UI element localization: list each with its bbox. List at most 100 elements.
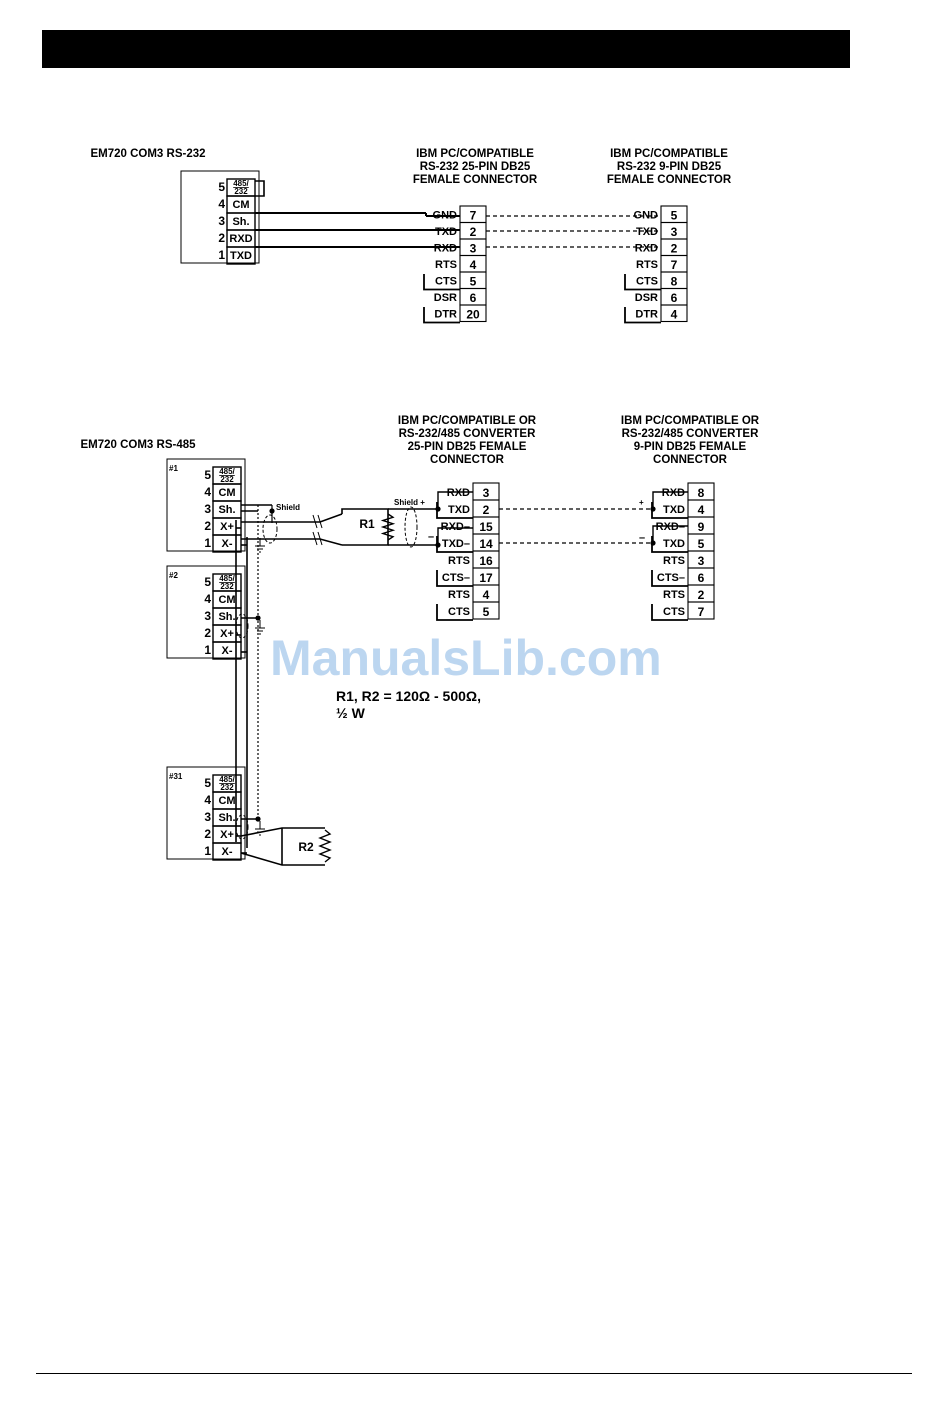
rs485-db9-title-0: IBM PC/COMPATIBLE OR xyxy=(621,415,760,427)
rs485-break-1b xyxy=(317,514,323,529)
rs485-db25-pin-num-3: 3 xyxy=(483,486,490,500)
rs485-db25-pin-sig-15: RXD– xyxy=(441,521,470,533)
rs485-em-block-2-term-label-3: Sh. xyxy=(218,812,235,824)
rs232-db25-pin-sig-5: CTS xyxy=(435,276,457,288)
rs232-db9-bracket-4 xyxy=(624,307,661,324)
rs485-em-block-1-term-label-line2: 232 xyxy=(220,582,234,591)
rs485-break-2b xyxy=(317,531,323,546)
rs485-db9-pin-sig-7: CTS xyxy=(663,606,685,618)
rs485-em-block-0-term-box-1 xyxy=(212,534,242,553)
rs485-shield-ellipse-r1 xyxy=(404,506,418,548)
rs485-db9-title-1: RS-232/485 CONVERTER xyxy=(622,428,759,440)
rs485-db9-rxd-jumper xyxy=(652,491,688,509)
rs232-db25-pin-num-4: 4 xyxy=(470,258,477,272)
rs232-db25-title-2: FEMALE CONNECTOR xyxy=(413,174,538,186)
rs485-shield-ellipse-2 xyxy=(235,814,249,840)
rs485-db9-pin-sig-5: TXD xyxy=(663,538,685,550)
rs485-break-1a xyxy=(312,514,318,529)
rs485-r1-label: R1 xyxy=(359,517,375,531)
rs232-db25-bracket-5 xyxy=(423,274,460,291)
rs232-db9-pin-sig-3: TXD xyxy=(636,226,658,238)
header-bar xyxy=(42,30,850,68)
rs485-db9-rxdm-jumper xyxy=(652,525,688,543)
rs232-db9-pin-num-5: 5 xyxy=(671,209,678,223)
rs232-em-block-term-label-5: 485/232 xyxy=(233,179,249,196)
rs485-db9-pin-num-2: 2 xyxy=(698,588,705,602)
rs485-em-block-2-term-label-line2: 232 xyxy=(220,783,234,792)
rs485-db9-plus: + xyxy=(639,498,644,507)
rs232-db9-title-2: FEMALE CONNECTOR xyxy=(607,174,732,186)
rs485-em-block-0-term-num-4: 4 xyxy=(204,485,211,499)
rs232-em-block-term-box-1 xyxy=(226,246,256,265)
rs232-db25-pin-num-20: 20 xyxy=(466,308,480,322)
rs485-em-block-1-term-num-5: 5 xyxy=(204,575,211,589)
rs485-db25-pin-num-14: 14 xyxy=(479,537,493,551)
rs485-db9-pin-num-3: 3 xyxy=(698,554,705,568)
rs485-db9-pin-sig-2: RTS xyxy=(663,589,685,601)
rs232-em-block-term-num-2: 2 xyxy=(218,231,225,245)
rs232-db25-pin-sig-6: DSR xyxy=(434,292,457,304)
rs485-em-block-0-term-label-5: 485/232 xyxy=(219,467,235,484)
rs232-em-block-term-num-4: 4 xyxy=(218,197,225,211)
rs232-db25-title-0: IBM PC/COMPATIBLE xyxy=(416,148,534,160)
rs485-db25-title-1: RS-232/485 CONVERTER xyxy=(399,428,536,440)
rs485-db9-pin-sig-9: RXD– xyxy=(656,521,685,533)
rs485-ground-1 xyxy=(255,620,265,635)
rs485-shield-dot-2 xyxy=(255,816,261,822)
rs485-db9-pin-num-9: 9 xyxy=(698,520,705,534)
rs485-db9-pin-sig-3: RTS xyxy=(663,555,685,567)
rs485-em-block-0-term-label-1: X- xyxy=(222,538,233,550)
rs232-db25-pin-num-2: 2 xyxy=(470,225,477,239)
rs485-em-block-2-term-label-1: X- xyxy=(222,846,233,858)
watermark: ManualsLib.com xyxy=(270,630,662,686)
rs485-db9-minus: – xyxy=(639,532,645,544)
rs232-em-title: EM720 COM3 RS-232 xyxy=(90,148,205,160)
rs485-em-block-1-term-num-4: 4 xyxy=(204,592,211,606)
rs485-db25-pin-sig-16: RTS xyxy=(448,555,470,567)
rs485-db25-pin-num-15: 15 xyxy=(479,520,493,534)
rs485-db25-pin-sig-5: CTS xyxy=(448,606,470,618)
rs232-db9-pin-num-7: 7 xyxy=(671,258,678,272)
rs485-db25-title-3: CONNECTOR xyxy=(430,454,505,466)
rs485-em-block-0-term-num-3: 3 xyxy=(204,502,211,516)
rs485-db25-pin-box-5 xyxy=(472,601,500,620)
rs232-db9-title-0: IBM PC/COMPATIBLE xyxy=(610,148,728,160)
rs485-db25-title-2: 25-PIN DB25 FEMALE xyxy=(408,441,527,453)
rs485-db25-pin-num-2: 2 xyxy=(483,503,490,517)
rs485-em-block-1-frame xyxy=(166,565,246,659)
rs232-jumper-5-4 xyxy=(255,180,265,197)
rs485-db25-rxd-jumper xyxy=(437,491,473,509)
rs485-em-block-0-term-label-line1: 485/ xyxy=(219,467,235,476)
rs485-db25-pin-num-5: 5 xyxy=(483,605,490,619)
rs485-shield-label: Shield xyxy=(276,503,300,512)
rs232-db9-pin-num-3: 3 xyxy=(671,225,678,239)
rs485-db25-pin-sig-14: TXD– xyxy=(442,538,470,550)
rs232-db9-pin-sig-7: RTS xyxy=(636,259,658,271)
rs485-shield-dot-1 xyxy=(255,615,261,621)
rs485-db25-minus: – xyxy=(428,531,434,543)
rs232-em-block-term-num-5: 5 xyxy=(218,180,225,194)
rs232-em-block-term-label-line2: 232 xyxy=(234,187,248,196)
rs485-em-block-0-term-label-line2: 232 xyxy=(220,475,234,484)
rs485-db25-pin-num-4: 4 xyxy=(483,588,490,602)
rs485-db9-pin-num-6: 6 xyxy=(698,571,705,585)
rs232-db25-pin-sig-4: RTS xyxy=(435,259,457,271)
footer-rule xyxy=(36,1373,912,1374)
rs485-db9-pin-sig-8: RXD xyxy=(662,487,685,499)
rs485-db9-title-2: 9-PIN DB25 FEMALE xyxy=(634,441,747,453)
rs485-db25-pin-sig-3: RXD xyxy=(447,487,470,499)
rs232-db25-pin-sig-3: RXD xyxy=(434,243,457,255)
rs485-em-block-1-term-num-1: 1 xyxy=(204,643,211,657)
rs232-db9-title-1: RS-232 9-PIN DB25 xyxy=(617,161,722,173)
rs232-em-block-term-label-2: RXD xyxy=(229,233,252,245)
rs485-xplus-to-r1 xyxy=(241,513,343,523)
rs485-ground-1 xyxy=(255,538,265,553)
rs485-em-block-2-term-num-1: 1 xyxy=(204,844,211,858)
rs485-device-label-0: #1 xyxy=(169,464,178,473)
rs485-db9-pin-sig-4: TXD xyxy=(663,504,685,516)
